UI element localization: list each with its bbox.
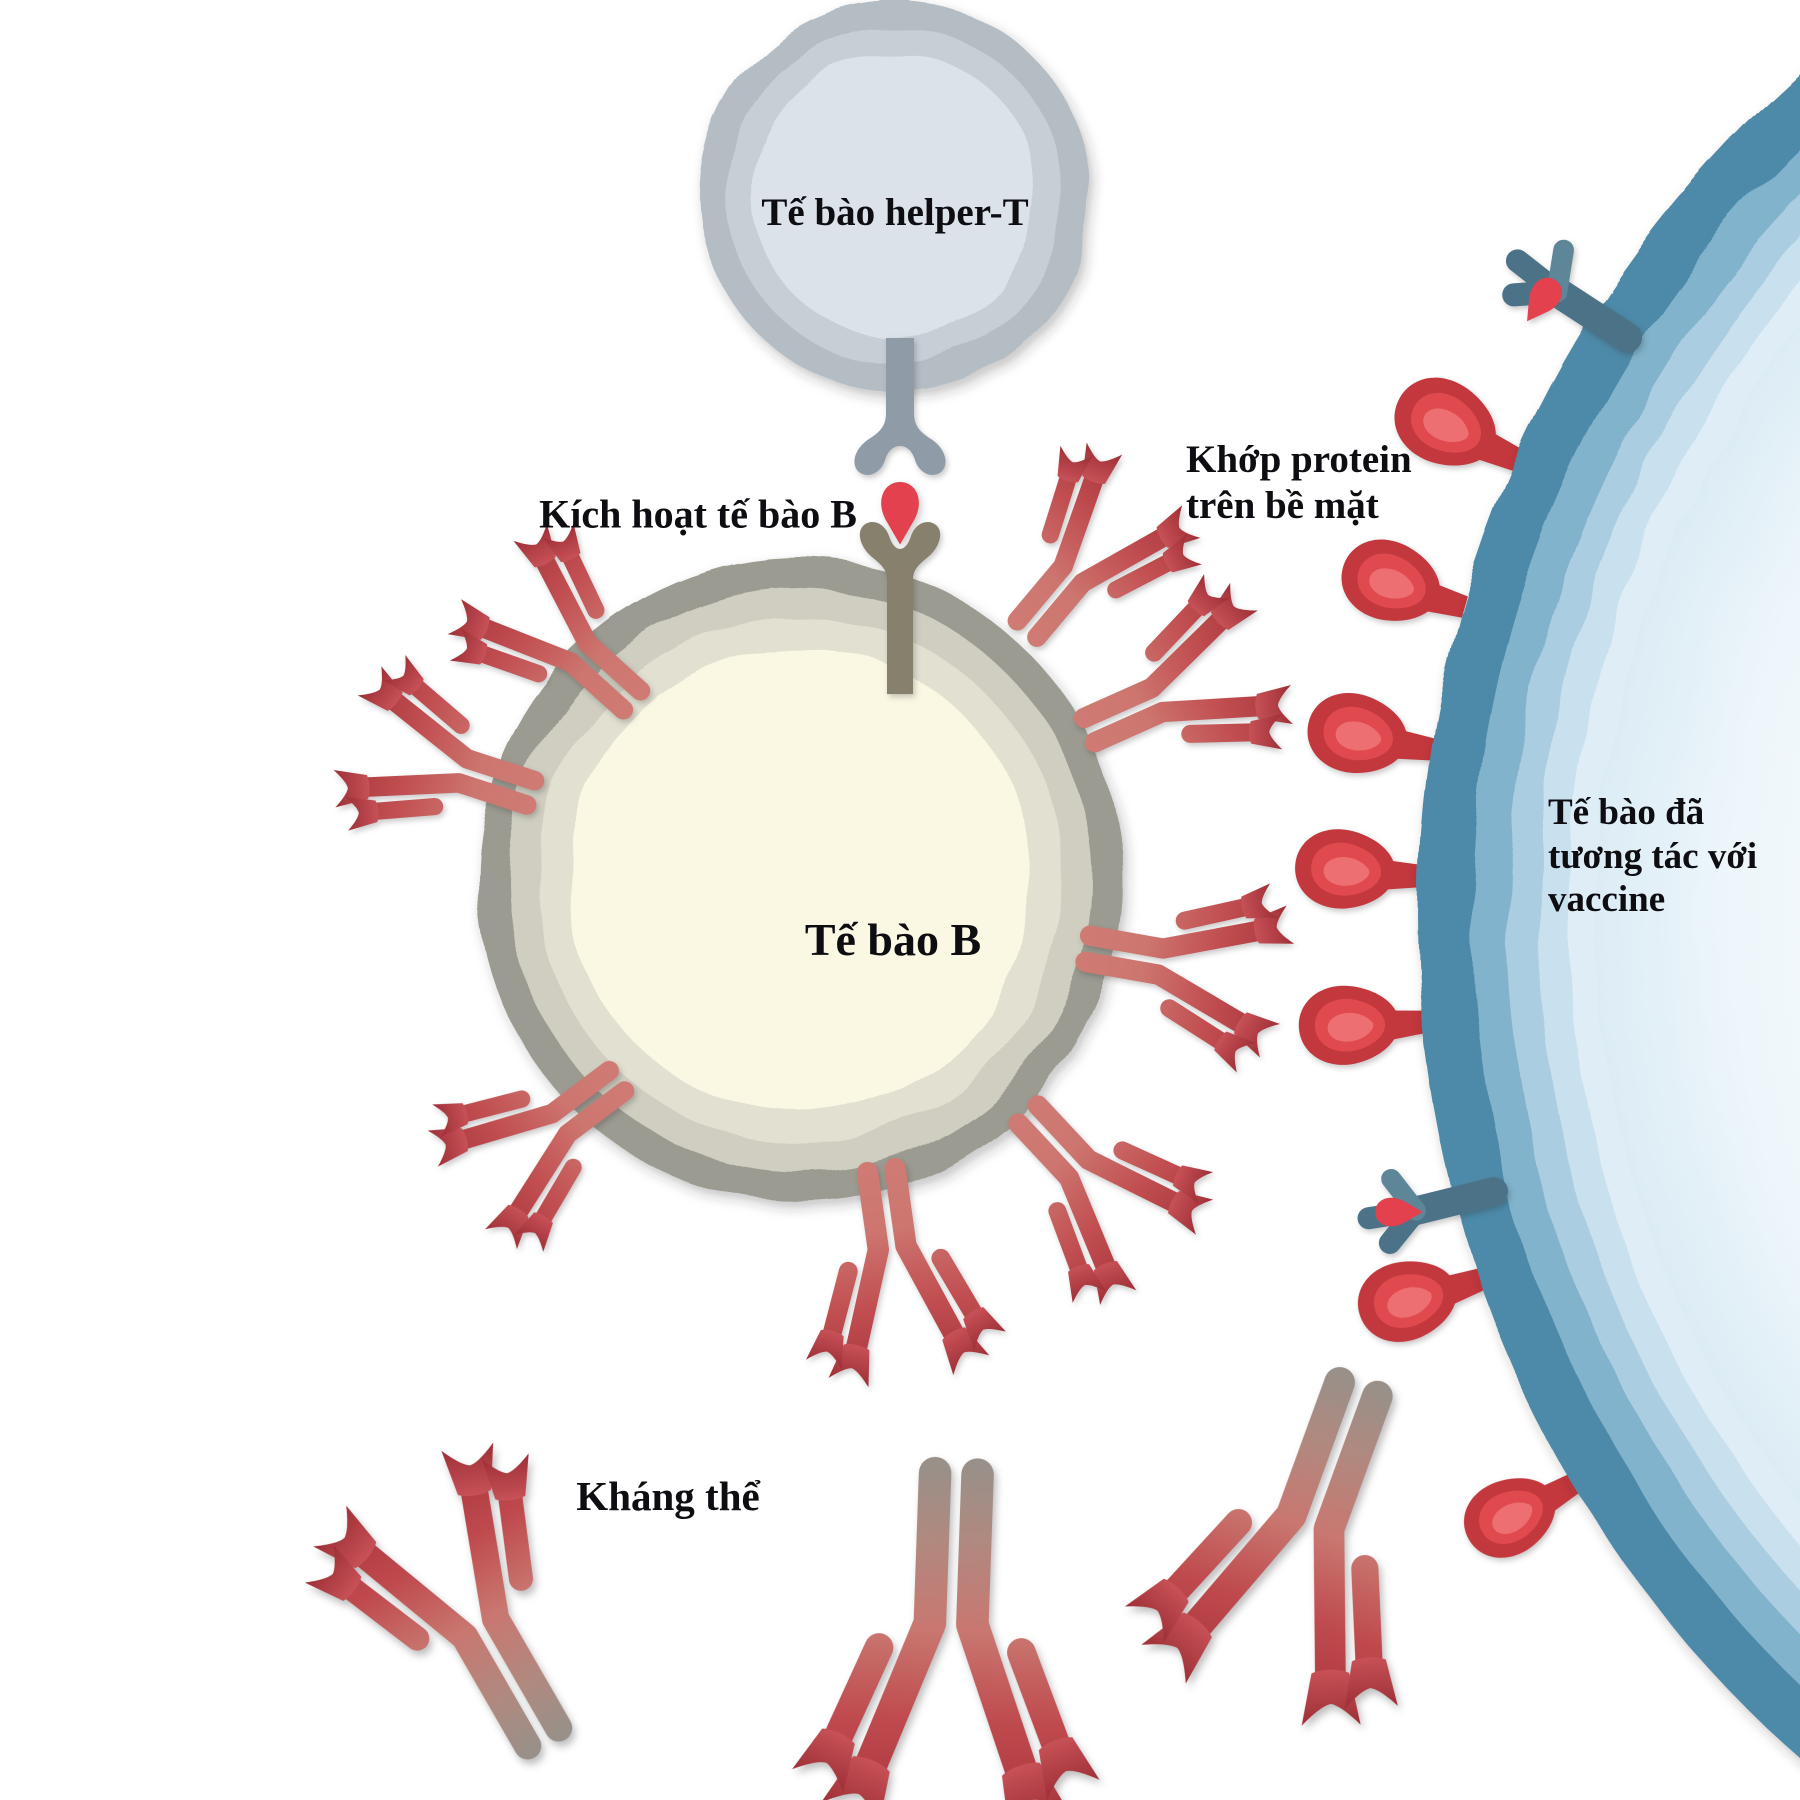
helper-t-cell-cytoplasm	[753, 53, 1037, 337]
vaccine-cell-cytoplasm	[1595, 327, 1800, 1503]
label-activate-b-cell: Kích hoạt tế bào B	[539, 491, 857, 537]
spike-protein-icon	[1331, 529, 1477, 642]
spike-protein-icon	[1293, 827, 1425, 912]
free-antibodies	[282, 1340, 1495, 1800]
b-cell	[478, 558, 1122, 1202]
helper-t-cell	[700, 0, 1090, 390]
b-cell-cytoplasm	[568, 648, 1032, 1112]
label-match-protein-surface: Khớp protein trên bề mặt	[1186, 438, 1412, 528]
spike-protein-icon	[1295, 977, 1431, 1070]
antibody-icon	[1107, 1340, 1495, 1755]
label-vaccine-cell: Tế bào đã tương tác với vaccine	[1548, 792, 1758, 921]
antibody-icon	[790, 1468, 1110, 1800]
label-helper-t-cell: Tế bào helper-T	[761, 190, 1029, 234]
label-antibody: Kháng thể	[576, 1472, 760, 1519]
label-b-cell: Tế bào B	[804, 913, 982, 965]
vaccine-cell	[1418, 71, 1800, 1759]
spike-protein-icon	[1302, 687, 1441, 785]
